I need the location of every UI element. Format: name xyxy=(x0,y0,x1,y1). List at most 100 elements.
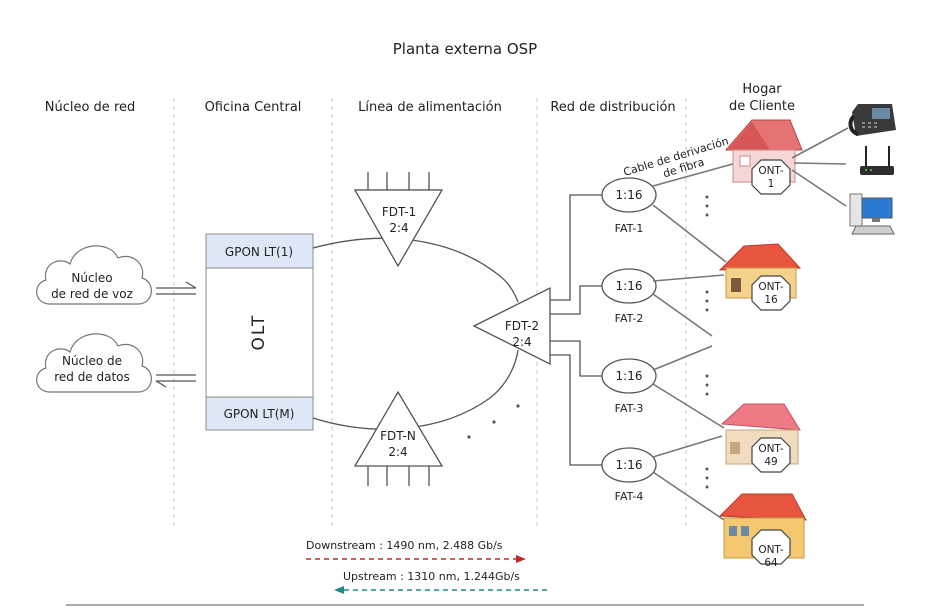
distribution-fibers xyxy=(550,194,603,466)
data-core-cloud: Núcleo de red de datos xyxy=(36,333,152,393)
olt-label: OLT xyxy=(249,314,269,351)
fiber-to-fat-1 xyxy=(550,194,603,301)
drop-fat1-ont1 xyxy=(652,161,741,187)
fdt-1-ports xyxy=(355,172,442,191)
fdt-n-ratio: 2:4 xyxy=(388,445,407,459)
olt-lt-top-box xyxy=(205,233,314,269)
fat-2-label: FAT-2 xyxy=(615,312,644,325)
fat-3-label: FAT-3 xyxy=(615,402,644,415)
fdt-1-ratio: 2:4 xyxy=(389,221,408,235)
column-distribution: Red de distribución xyxy=(550,100,675,115)
olt-lt-top-label: GPON LT(1) xyxy=(225,245,293,259)
more-homes-dots xyxy=(705,195,709,489)
feeder-ring xyxy=(312,237,519,430)
more-fdt-dots xyxy=(467,404,520,439)
fdt-n-triangle xyxy=(353,390,444,467)
fdt-2-ratio: 2:4 xyxy=(512,335,531,349)
fat-2-ratio: 1:16 xyxy=(616,279,643,293)
home-64: ONT- 64 xyxy=(718,493,807,569)
ont-16-prefix: ONT- xyxy=(758,281,784,293)
ont-64-number: 64 xyxy=(764,557,778,569)
fdt-2: FDT-2 2:4 xyxy=(472,286,551,366)
link-phone xyxy=(791,127,849,159)
ont-49-prefix: ONT- xyxy=(758,443,784,455)
ont-49-badge xyxy=(751,437,791,473)
fdt-n-name: FDT-N xyxy=(380,429,416,443)
legend-downstream-value: : 1490 nm, 2.488 Gb/s xyxy=(376,539,503,552)
drop-fibers xyxy=(652,161,741,521)
fdt-n: FDT-N 2:4 xyxy=(353,390,444,486)
ont-16-number: 16 xyxy=(764,294,778,306)
column-core: Núcleo de red xyxy=(45,100,136,115)
column-feeder: Línea de alimentación xyxy=(358,100,502,115)
column-home-line2: de Cliente xyxy=(729,99,795,114)
fdt-2-name: FDT-2 xyxy=(505,319,539,333)
data-core-line2: red de datos xyxy=(54,370,130,384)
legend-upstream: Upstream : 1310 nm, 1.244Gb/s xyxy=(343,570,520,583)
drop-fat4-ont49 xyxy=(652,435,723,458)
voice-core-line2: de red de voz xyxy=(51,287,133,301)
cloud-icon xyxy=(36,245,152,305)
ont-1-prefix: ONT- xyxy=(758,165,784,177)
voice-link-arrow xyxy=(156,281,197,295)
fat-4: 1:16 FAT-4 xyxy=(601,447,657,503)
fat-2: 1:16 FAT-2 xyxy=(601,268,657,325)
fat-3: 1:16 FAT-3 xyxy=(601,358,657,415)
computer-icon xyxy=(849,193,895,235)
cloud-icon xyxy=(36,333,152,393)
legend-upstream-value: : 1310 nm, 1.244Gb/s xyxy=(397,570,521,583)
drop-fat2-b xyxy=(652,293,713,337)
drop-fat4-ont64 xyxy=(652,471,725,521)
drop-fat1-ont16 xyxy=(652,204,727,263)
data-link-arrow xyxy=(155,374,196,388)
fdt-n-ports xyxy=(367,466,430,486)
ont-1-badge xyxy=(751,159,791,195)
ont-64-badge xyxy=(751,529,791,565)
drop-fat3-b xyxy=(652,383,725,429)
fat-2-splitter xyxy=(601,268,657,304)
downstream-arrow-head xyxy=(516,555,526,563)
ont-64-prefix: ONT- xyxy=(758,544,784,556)
fdt-1: FDT-1 2:4 xyxy=(353,172,444,268)
fat-1: 1:16 FAT-1 xyxy=(601,177,657,235)
olt-lt-bottom-box xyxy=(205,396,314,431)
home-1: ONT- 1 xyxy=(724,119,803,195)
home-device-links xyxy=(791,127,849,207)
feeder-fiber-bottom xyxy=(312,349,519,430)
diagram-title: Planta externa OSP xyxy=(393,40,537,58)
olt-block: GPON LT(1) GPON LT(M) OLT xyxy=(205,233,314,431)
drop-fat3-a xyxy=(652,345,713,371)
link-router xyxy=(793,162,847,165)
fdt-1-triangle xyxy=(353,189,444,268)
ont-1-number: 1 xyxy=(768,178,775,190)
fat-4-ratio: 1:16 xyxy=(616,458,643,472)
fiber-to-fat-3 xyxy=(550,340,603,377)
fat-1-label: FAT-1 xyxy=(615,222,644,235)
voice-core-cloud: Núcleo de red de voz xyxy=(36,245,152,305)
core-olt-links xyxy=(155,281,197,388)
ont-49-number: 49 xyxy=(764,456,777,468)
fat-3-splitter xyxy=(601,358,657,394)
fat-3-ratio: 1:16 xyxy=(616,369,643,383)
feeder-fiber-top xyxy=(312,237,519,303)
legend: Downstream : 1490 nm, 2.488 Gb/s Upstrea… xyxy=(306,539,548,594)
router-icon xyxy=(860,146,894,175)
home-16: ONT- 16 xyxy=(718,243,802,311)
home-49: ONT- 49 xyxy=(720,403,801,473)
fiber-to-fat-2 xyxy=(550,285,603,315)
column-home-line1: Hogar xyxy=(742,82,782,97)
column-central-office: Oficina Central xyxy=(205,100,302,115)
ont-16-badge xyxy=(751,275,791,311)
house-icon xyxy=(718,243,802,299)
olt-lt-bottom-label: GPON LT(M) xyxy=(224,407,295,421)
drop-fat2-a xyxy=(652,274,725,282)
fat-1-splitter xyxy=(601,177,657,213)
fdt-2-triangle xyxy=(472,286,551,366)
data-core-line1: Núcleo de xyxy=(62,354,122,368)
fiber-to-fat-4 xyxy=(550,354,603,466)
upstream-arrow-head xyxy=(334,586,344,594)
link-computer xyxy=(791,169,847,207)
legend-downstream-name: Downstream xyxy=(306,539,376,552)
legend-upstream-name: Upstream xyxy=(343,570,397,583)
